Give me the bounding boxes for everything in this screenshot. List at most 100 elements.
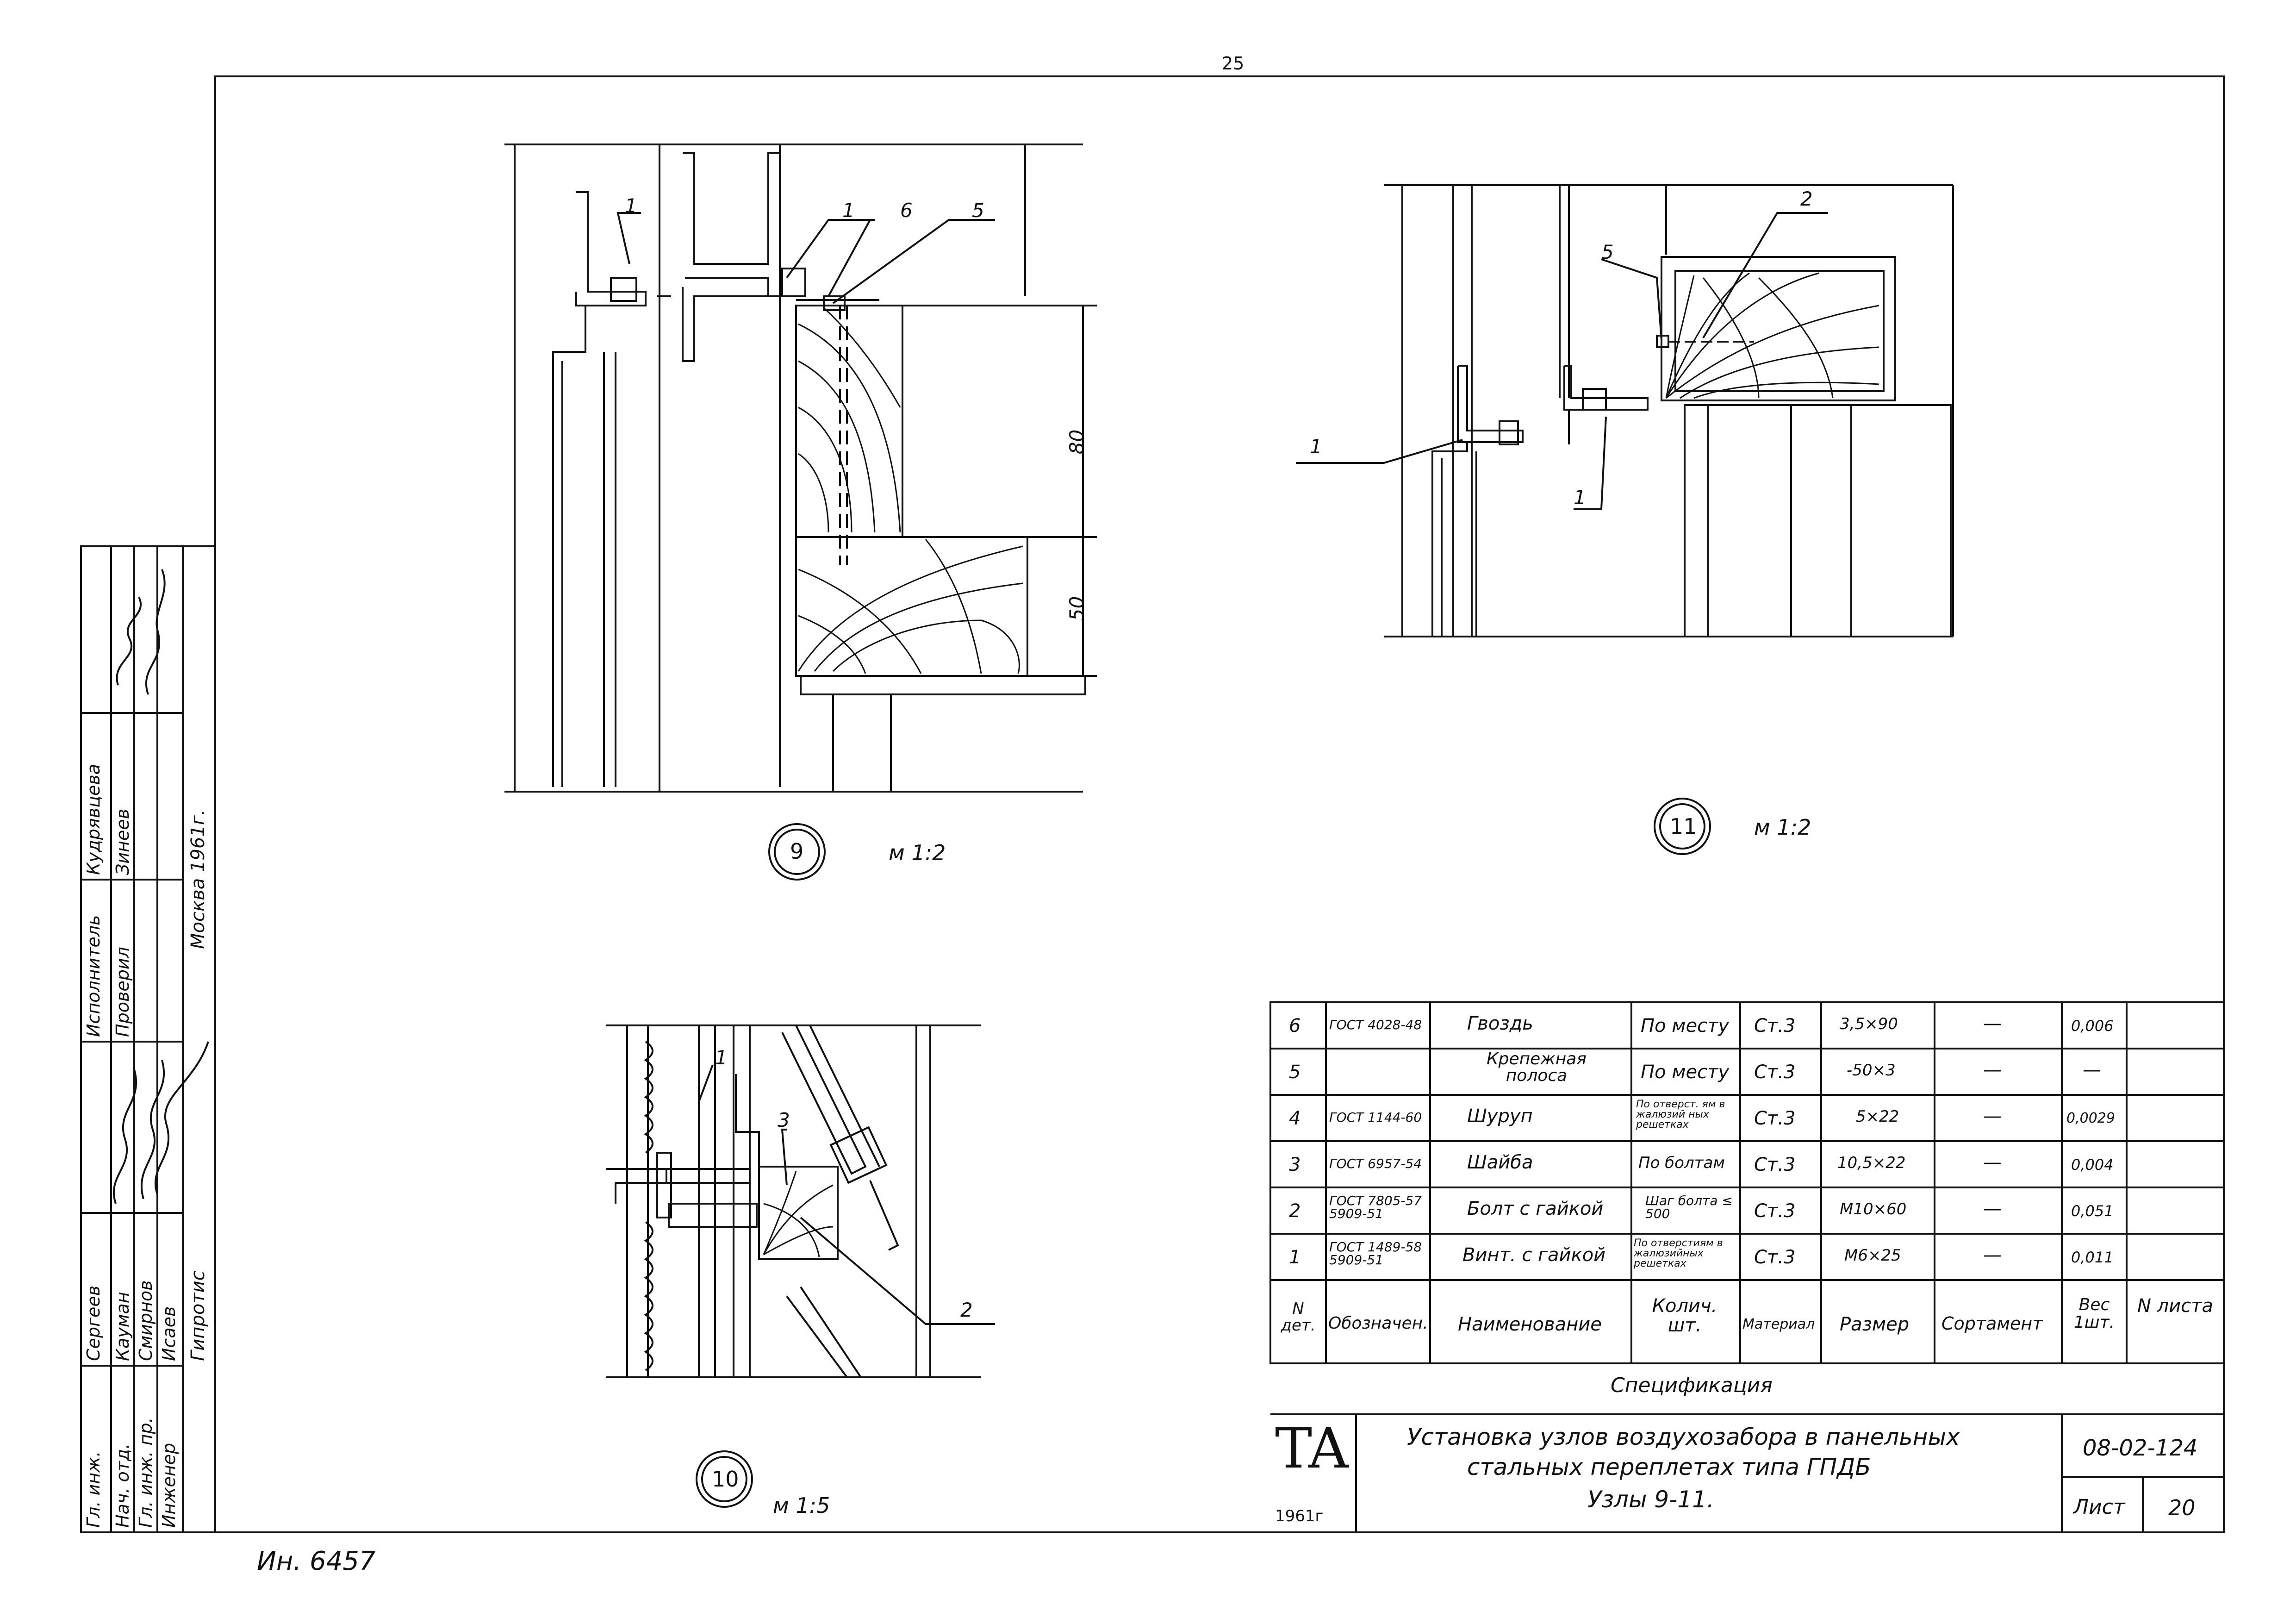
spec-header-sheet: N листа xyxy=(2137,1295,2213,1317)
stamp-role-1: Гл. инж. xyxy=(83,1451,104,1528)
spec-r4-sort: — xyxy=(1983,1106,2002,1127)
spec-r4-gost: ГОСТ 1144-60 xyxy=(1329,1110,1422,1125)
spec-r2-qty: Шаг болта ≤ 500 xyxy=(1645,1193,1733,1221)
detail-11-callout-5: 5 xyxy=(1601,241,1614,263)
spec-table-grid xyxy=(1269,1001,2225,1532)
stamp-role2-1: Исполнитель xyxy=(83,915,104,1037)
detail-11-callout-2: 2 xyxy=(1800,187,1813,210)
doc-number: 08-02-124 xyxy=(2083,1435,2198,1461)
sheet-label: Лист xyxy=(2073,1495,2125,1519)
spec-r6-sort: — xyxy=(1983,1013,2002,1034)
spec-r6-size: 3,5×90 xyxy=(1840,1015,1898,1033)
spec-r4-qty: По отверст. ям в жалюзий ных решетках xyxy=(1636,1099,1725,1131)
spec-r4-mat: Ст.3 xyxy=(1754,1108,1796,1129)
detail-10-drawing xyxy=(606,1024,995,1378)
inventory-number: Ин. 6457 xyxy=(257,1546,376,1576)
spec-r2-mat: Ст.3 xyxy=(1754,1200,1796,1222)
spec-r1-size: М6×25 xyxy=(1844,1246,1901,1265)
detail-9-callout-6: 6 xyxy=(900,199,913,222)
spec-r4-weight: 0,0029 xyxy=(2066,1110,2115,1126)
spec-r2-size: М10×60 xyxy=(1840,1200,1907,1218)
spec-r5-qty: По месту xyxy=(1641,1062,1730,1083)
spec-r5-sort: — xyxy=(1983,1059,2002,1081)
detail-10-callout-2: 2 xyxy=(960,1299,973,1321)
detail-9-drawing xyxy=(504,144,1097,793)
spec-header-weight: Вес 1шт. xyxy=(2073,1295,2115,1332)
left-stamp-frame xyxy=(80,545,216,1533)
spec-header-qty: Колич. шт. xyxy=(1652,1295,1717,1336)
title-line-2: стальных переплетах типа ГПДБ xyxy=(1467,1454,1871,1480)
stamp-name2-2: Зинеев xyxy=(112,808,133,875)
spec-r1-sort: — xyxy=(1983,1244,2002,1266)
detail-10-number: 10 xyxy=(712,1467,739,1492)
spec-r3-name: Шайба xyxy=(1467,1152,1533,1173)
spec-header-material: Материал xyxy=(1742,1316,1815,1332)
spec-header-name: Наименование xyxy=(1458,1314,1602,1335)
spec-r6-gost: ГОСТ 4028-48 xyxy=(1329,1017,1422,1032)
detail-10-callout-3: 3 xyxy=(778,1109,790,1131)
spec-r1-n: 1 xyxy=(1289,1247,1301,1268)
detail-9-dim-50: 50 xyxy=(1065,596,1089,621)
spec-r3-sort: — xyxy=(1983,1152,2002,1173)
spec-header-size: Размер xyxy=(1840,1314,1910,1335)
detail-10-callout-1: 1 xyxy=(715,1046,728,1069)
spec-r3-qty: По болтам xyxy=(1638,1154,1725,1172)
stamp-city-year: Москва 1961г. xyxy=(187,809,209,949)
detail-11-drawing xyxy=(1296,184,1954,637)
detail-9-number: 9 xyxy=(790,839,804,864)
stamp-role2-2: Проверил xyxy=(112,947,133,1037)
detail-11-callout-1b: 1 xyxy=(1574,486,1586,509)
detail-11-scale: м 1:2 xyxy=(1754,815,1811,840)
spec-header-n: N дет. xyxy=(1281,1299,1316,1335)
spec-r6-weight: 0,006 xyxy=(2071,1017,2114,1035)
spec-r6-n: 6 xyxy=(1289,1015,1301,1037)
detail-9-callout-1b: 1 xyxy=(842,199,855,222)
spec-r2-gost: ГОСТ 7805-57 5909-51 xyxy=(1329,1193,1422,1221)
title-year: 1961г xyxy=(1275,1507,1324,1525)
stamp-name-2: Кауман xyxy=(112,1292,133,1361)
signature-scribbles xyxy=(112,569,209,1204)
spec-caption: Спецификация xyxy=(1611,1374,1773,1397)
spec-r2-name: Болт с гайкой xyxy=(1467,1198,1604,1219)
stamp-org: Гипротис xyxy=(187,1270,209,1361)
spec-r5-weight: — xyxy=(2083,1059,2101,1081)
detail-9-scale: м 1:2 xyxy=(889,840,946,865)
spec-r2-n: 2 xyxy=(1289,1200,1301,1222)
detail-11-callout-1a: 1 xyxy=(1310,435,1322,458)
spec-r6-mat: Ст.3 xyxy=(1754,1015,1796,1037)
title-line-3: Узлы 9-11. xyxy=(1587,1486,1714,1513)
sheet-number: 20 xyxy=(2168,1495,2196,1520)
detail-9-dim-80: 80 xyxy=(1065,429,1089,455)
spec-r3-size: 10,5×22 xyxy=(1837,1154,1906,1172)
spec-r6-qty: По месту xyxy=(1641,1015,1730,1037)
stamp-name-4: Исаев xyxy=(159,1306,179,1361)
spec-r1-gost: ГОСТ 1489-58 5909-51 xyxy=(1329,1239,1422,1268)
detail-9-callout-5: 5 xyxy=(972,199,984,222)
stamp-role-2: Нач. отд. xyxy=(112,1443,133,1528)
spec-header-designation: Обозначен. xyxy=(1328,1314,1428,1333)
spec-r3-n: 3 xyxy=(1289,1154,1301,1175)
stamp-name-3: Смирнов xyxy=(136,1280,156,1361)
spec-r2-sort: — xyxy=(1983,1198,2002,1219)
spec-r3-mat: Ст.3 xyxy=(1754,1154,1796,1175)
stamp-role-3: Гл. инж. пр. xyxy=(136,1417,156,1528)
spec-r4-name: Шуруп xyxy=(1467,1106,1533,1127)
detail-11-number: 11 xyxy=(1670,814,1697,839)
stamp-name-1: Сергеев xyxy=(83,1285,104,1361)
spec-header-assortment: Сортамент xyxy=(1941,1313,2043,1334)
spec-r3-weight: 0,004 xyxy=(2071,1156,2114,1174)
stamp-role-4: Инженер xyxy=(159,1443,179,1528)
spec-r2-weight: 0,051 xyxy=(2071,1202,2114,1220)
spec-r5-name: Крепежная полоса xyxy=(1487,1049,1587,1085)
stamp-name2-1: Кудрявцева xyxy=(83,763,104,875)
spec-r4-size: 5×22 xyxy=(1856,1107,1899,1126)
page-number: 25 xyxy=(1222,53,1244,74)
spec-r5-mat: Ст.3 xyxy=(1754,1062,1796,1083)
spec-r4-n: 4 xyxy=(1289,1108,1301,1129)
spec-r1-name: Винт. с гайкой xyxy=(1462,1244,1606,1266)
spec-r1-mat: Ст.3 xyxy=(1754,1247,1796,1268)
title-logo: ТА xyxy=(1275,1417,1350,1481)
spec-r3-gost: ГОСТ 6957-54 xyxy=(1329,1156,1422,1171)
spec-r1-weight: 0,011 xyxy=(2071,1249,2114,1266)
